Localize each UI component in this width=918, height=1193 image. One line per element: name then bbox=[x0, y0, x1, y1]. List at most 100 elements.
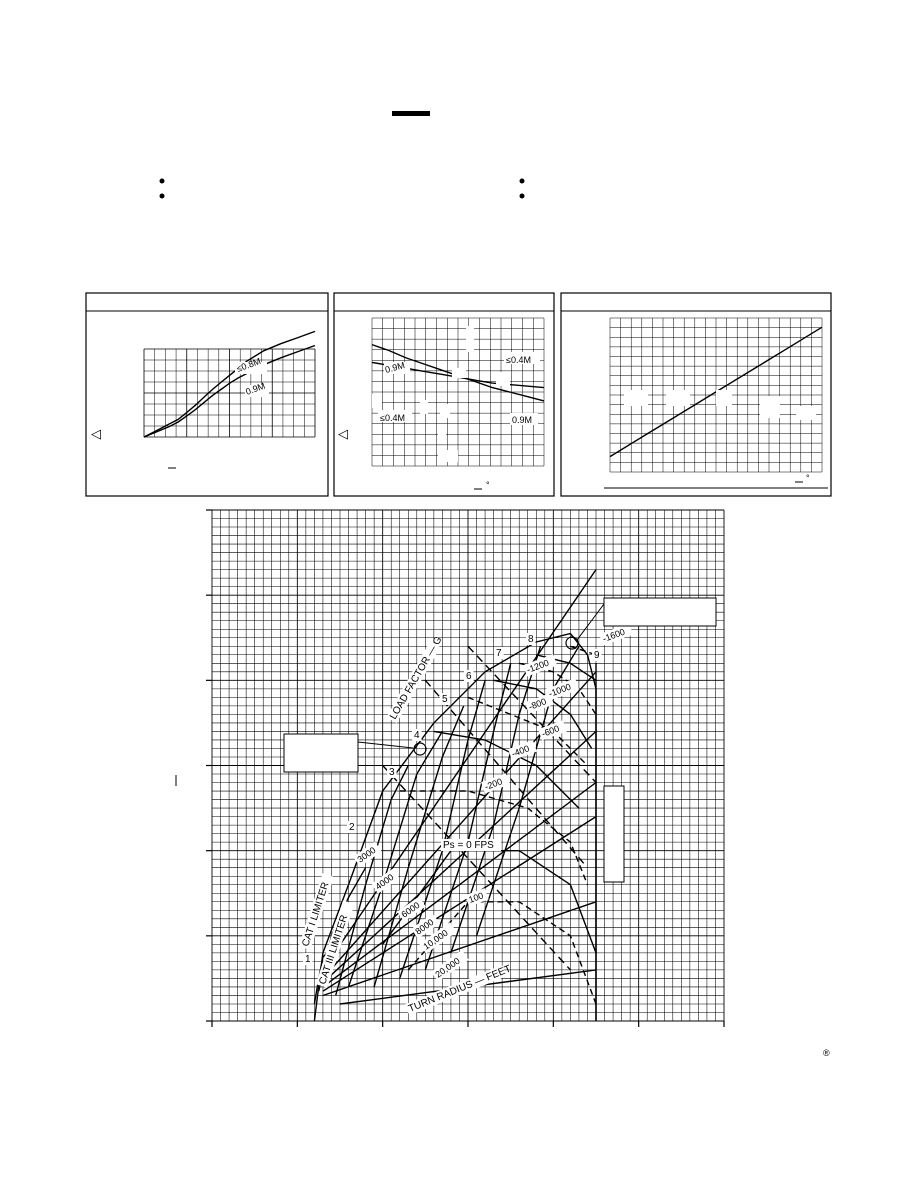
load-factor-value-7-bg bbox=[494, 647, 504, 659]
turn-radius-value-6: 20,000 bbox=[431, 950, 469, 982]
ps-value-1-bg bbox=[465, 888, 489, 907]
bullet-left-1 bbox=[159, 178, 165, 184]
ps-label-text: Ps = 0 FPS bbox=[443, 840, 494, 851]
turn-radius-value-5-bg bbox=[419, 922, 457, 954]
callout-leader-top bbox=[576, 603, 605, 641]
footer-mark: ® bbox=[823, 1048, 830, 1058]
panel-2-x-unit: ° bbox=[486, 480, 490, 490]
dashed-guide-2 bbox=[382, 765, 571, 971]
load-factor-line-5 bbox=[373, 705, 465, 988]
panel-2-blank bbox=[372, 394, 382, 408]
dashed-guide-3 bbox=[467, 645, 597, 783]
panel-2-blank bbox=[438, 450, 458, 462]
panel-2-label-bg bbox=[504, 352, 540, 364]
load-factor-value-5: 5 bbox=[440, 693, 450, 705]
turn-radius-ray-4 bbox=[322, 781, 597, 988]
load-factor-value-9: 9 bbox=[592, 649, 602, 661]
cat-i-limiter-label-text: CAT I LIMITER bbox=[300, 881, 331, 948]
ps-label-bg bbox=[441, 839, 501, 851]
turn-radius-ray-1 bbox=[322, 569, 597, 971]
panel-2-grid bbox=[371, 317, 545, 467]
load-factor-label: LOAD FACTOR — G bbox=[386, 635, 445, 724]
callout-box-top-right bbox=[603, 597, 717, 627]
load-factor-line-8 bbox=[450, 646, 542, 954]
ps-value-5: -800 bbox=[525, 693, 554, 714]
load-factor-value-4-bg bbox=[412, 729, 422, 741]
callout-leader-left bbox=[357, 741, 414, 749]
ps-value-5-bg bbox=[525, 693, 554, 714]
load-factor-value-6-text: 6 bbox=[466, 671, 472, 682]
ps-value-1: 100 bbox=[465, 888, 489, 907]
panel-1-series-1 bbox=[143, 330, 316, 438]
panel-3-lines bbox=[604, 326, 828, 489]
turn-radius-value-4-bg bbox=[411, 913, 440, 939]
cat-iii-limiter-label-bg bbox=[315, 900, 355, 988]
load-factor-value-3-text: 3 bbox=[389, 767, 395, 778]
load-factor-value-7: 7 bbox=[494, 647, 504, 659]
panel-2: 0.9M≤0.4M≤0.4M0.9M ◁ ° bbox=[333, 292, 555, 497]
load-factor-line-7 bbox=[424, 663, 512, 971]
callout-box-left bbox=[283, 733, 359, 773]
ps-label: Ps = 0 FPS bbox=[441, 839, 501, 851]
panel-3: ° bbox=[560, 292, 832, 497]
panel-2-blank bbox=[420, 400, 428, 414]
load-factor-value-9-text: 9 bbox=[594, 650, 600, 661]
load-factor-line-9 bbox=[475, 645, 580, 937]
turn-radius-ray-2 bbox=[322, 671, 597, 979]
ps-contour--1000 bbox=[519, 662, 597, 715]
point-marker-upper bbox=[565, 636, 579, 650]
panel-3-blank bbox=[666, 390, 690, 406]
panel-3-blank bbox=[760, 396, 780, 418]
panel-2-blank bbox=[438, 426, 446, 436]
load-factor-label-bg bbox=[386, 641, 441, 724]
point-marker-lower bbox=[413, 742, 427, 756]
load-factor-value-2-text: 2 bbox=[349, 822, 355, 833]
panel-3-blank bbox=[624, 390, 648, 406]
header-bar bbox=[392, 111, 430, 116]
turn-radius-label-bg bbox=[404, 965, 507, 1016]
ps-value-7: -1200 bbox=[523, 654, 558, 677]
ps-value-1-text: 100 bbox=[467, 890, 485, 905]
turn-radius-value-2: 4000 bbox=[371, 868, 400, 894]
load-factor-value-3-bg bbox=[387, 766, 397, 778]
load-factor-line-4 bbox=[347, 731, 443, 988]
load-factor-value-7-text: 7 bbox=[496, 648, 502, 659]
panel-2-annotation-04M-right: ≤0.4M bbox=[506, 355, 531, 365]
load-factor-value-8-bg bbox=[526, 633, 536, 645]
bullet-right-1 bbox=[519, 178, 525, 184]
load-factor-line-6 bbox=[399, 680, 486, 979]
turn-radius-value-6-bg bbox=[431, 950, 469, 982]
main-chart-lines bbox=[313, 569, 597, 1022]
turn-radius-label: TURN RADIUS — FEET bbox=[404, 964, 513, 1016]
panel-2-label-bg bbox=[510, 413, 538, 425]
panel-2-blank bbox=[496, 372, 510, 386]
panel-2-label-bg bbox=[384, 362, 410, 374]
dashed-guide-1 bbox=[424, 679, 589, 869]
panel-3-blank bbox=[796, 406, 816, 420]
panel-1-label-bg bbox=[235, 362, 267, 374]
turn-radius-ray-5 bbox=[322, 816, 597, 992]
panel-2-blank bbox=[452, 368, 466, 378]
ps-value-8: -1600 bbox=[599, 623, 634, 646]
panel-3-x-unit: ° bbox=[806, 473, 810, 483]
load-factor-value-4: 4 bbox=[412, 729, 422, 741]
load-factor-label-text: LOAD FACTOR — G bbox=[388, 635, 444, 722]
panel-1: ≤0.8M0.9M ◁ bbox=[85, 292, 329, 497]
ps-value-7-bg bbox=[523, 654, 558, 677]
callout-box-right bbox=[603, 785, 625, 883]
cat-i-limiter-label-bg bbox=[298, 873, 334, 950]
panel-2-label-bg bbox=[378, 410, 412, 422]
load-factor-value-1-text: 1 bbox=[305, 954, 311, 965]
main-envelope bbox=[313, 632, 597, 1022]
ps-value-2-bg bbox=[481, 773, 510, 794]
load-factor-value-9-bg bbox=[592, 649, 602, 661]
ps-contour--600 bbox=[467, 696, 588, 766]
ps-contour--800 bbox=[493, 679, 593, 749]
panel-2-blank bbox=[466, 326, 474, 352]
load-factor-value-6-bg bbox=[464, 670, 474, 682]
ps-value-4: -600 bbox=[538, 720, 567, 741]
load-factor-value-8: 8 bbox=[526, 633, 536, 645]
